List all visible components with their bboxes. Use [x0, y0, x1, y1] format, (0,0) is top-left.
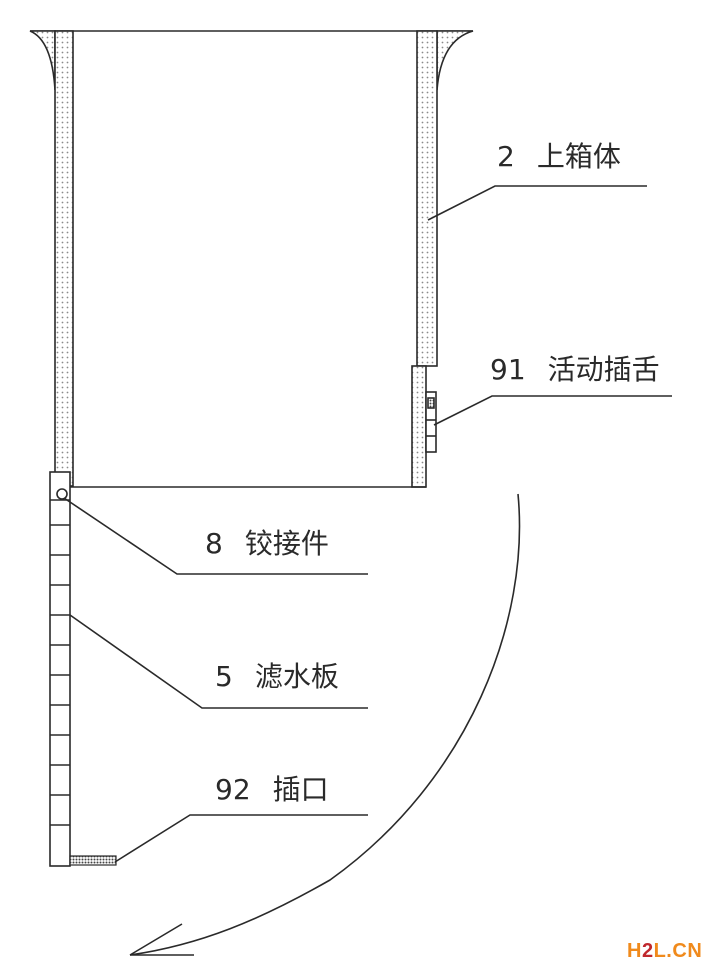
movable-tongue [425, 391, 437, 453]
label-text: 插口 [272, 773, 329, 806]
label-movable-tongue: 91 活动插舌 [490, 356, 660, 384]
leader-hinge [63, 497, 368, 575]
label-number: 92 [215, 773, 251, 806]
right-wall [416, 30, 438, 367]
label-socket: 92 插口 [215, 776, 329, 804]
label-text: 铰接件 [244, 527, 329, 560]
hinge-icon [56, 488, 68, 500]
left-wall [54, 30, 74, 487]
leader-upper-box [427, 185, 647, 221]
watermark-logo: H2L.CN [627, 940, 703, 962]
socket-slot [69, 855, 117, 866]
label-filter-plate: 5 滤水板 [215, 663, 339, 691]
label-text: 上箱体 [536, 140, 621, 173]
leader-movable-tongue [433, 395, 672, 426]
right-flange [436, 30, 474, 91]
label-hinge: 8 铰接件 [205, 530, 329, 558]
filter-plate [49, 471, 71, 867]
label-number: 91 [490, 353, 526, 386]
label-number: 8 [205, 527, 223, 560]
label-number: 5 [215, 660, 233, 693]
swing-arc [129, 493, 521, 956]
label-number: 2 [497, 140, 515, 173]
arrow-head-icon [129, 923, 194, 956]
left-flange [29, 30, 56, 91]
label-upper-box: 2 上箱体 [497, 143, 621, 171]
leader-socket [114, 814, 368, 863]
right-lower-wall [411, 365, 427, 488]
upper-box [29, 30, 474, 488]
leader-filter-plate [69, 614, 368, 709]
label-text: 滤水板 [254, 660, 339, 693]
label-text: 活动插舌 [547, 353, 660, 386]
